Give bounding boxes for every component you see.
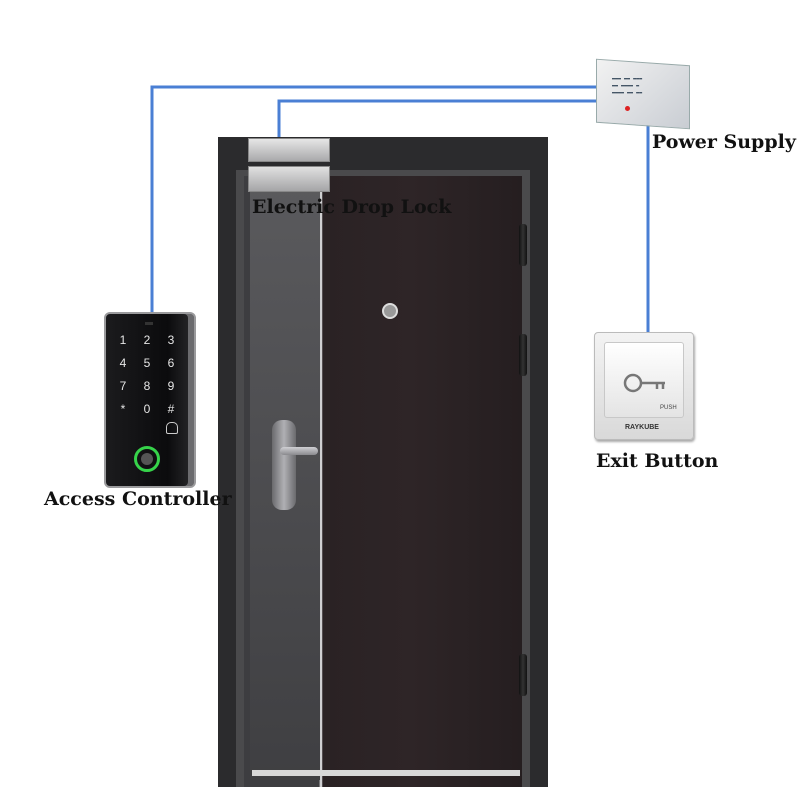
push-text: PUSH bbox=[660, 405, 677, 411]
door-hinge bbox=[519, 224, 527, 266]
exit-button-face bbox=[604, 342, 684, 418]
key-7: 7 bbox=[119, 379, 127, 393]
peephole bbox=[382, 303, 398, 319]
fingerprint-sensor-icon bbox=[134, 446, 160, 472]
exit-button-brand: RAYKUBE bbox=[625, 424, 659, 431]
key-3: 3 bbox=[167, 333, 175, 347]
key-icon bbox=[623, 373, 665, 393]
key-0: 0 bbox=[143, 402, 151, 416]
power-supply-fine-print: ▬▬▬ ▬▬ ▬▬▬▬▬ ▬▬▬▬ ▬▬▬▬▬ ▬▬ ▬▬ bbox=[612, 76, 643, 96]
doorbell-icon bbox=[166, 422, 178, 434]
access-controller-label: Access Controller bbox=[44, 488, 232, 510]
drop-lock-body bbox=[248, 138, 330, 162]
power-supply-label: Power Supply bbox=[652, 131, 796, 153]
key-4: 4 bbox=[119, 356, 127, 370]
exit-button-label: Exit Button bbox=[596, 450, 719, 472]
power-supply-unit bbox=[596, 58, 690, 130]
key-8: 8 bbox=[143, 379, 151, 393]
key-6: 6 bbox=[167, 356, 175, 370]
drop-lock-strike bbox=[248, 166, 330, 192]
key-star: * bbox=[120, 402, 126, 416]
key-2: 2 bbox=[143, 333, 151, 347]
electric-drop-lock-label: Electric Drop Lock bbox=[252, 196, 452, 218]
door-handle-lever bbox=[280, 447, 318, 455]
fingerprint-pad bbox=[141, 453, 153, 465]
wire-lock-to-psu bbox=[277, 99, 598, 140]
key-hash: # bbox=[167, 402, 175, 416]
wire-controller-to-psu bbox=[150, 85, 598, 312]
keypad-sensor bbox=[145, 322, 153, 325]
key-9: 9 bbox=[167, 379, 175, 393]
key-5: 5 bbox=[143, 356, 151, 370]
door-threshold bbox=[252, 770, 520, 776]
key-1: 1 bbox=[119, 333, 127, 347]
power-led-icon bbox=[625, 106, 630, 111]
door-hinge bbox=[519, 654, 527, 696]
door-handle-plate bbox=[272, 420, 296, 510]
door-hinge bbox=[519, 334, 527, 376]
